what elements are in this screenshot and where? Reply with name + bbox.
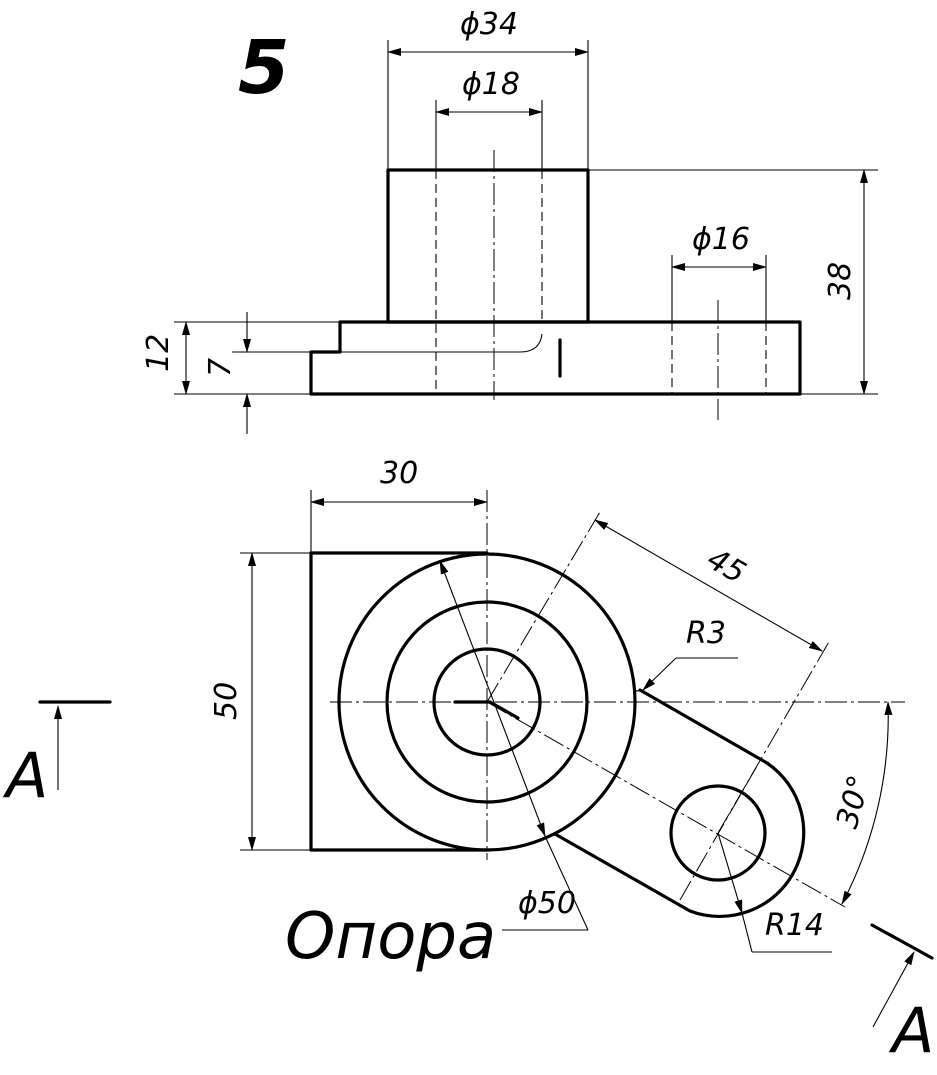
dim-7: 7 (203, 358, 238, 377)
part-name: Опора (285, 900, 496, 974)
top-view: 30 50 45 R3 30° ϕ50 R14 (209, 456, 905, 953)
leader-r3 (642, 657, 677, 691)
dim-phi34: ϕ34 (460, 7, 518, 42)
variant-number: 5 (238, 25, 290, 111)
arm-hole-circle (669, 784, 767, 882)
dim-phi50: ϕ50 (518, 886, 576, 921)
section-label-right: A (888, 994, 934, 1067)
dim-30deg: 30° (830, 772, 878, 832)
square-plate-outline (309, 551, 489, 852)
section-label-left: A (2, 739, 48, 812)
leader-r14 (717, 832, 743, 914)
front-view: ϕ34 ϕ18 ϕ16 38 12 7 (141, 7, 878, 434)
dim-line-45 (594, 519, 823, 652)
arm-outline (553, 688, 806, 919)
dim-r14: R14 (765, 908, 824, 943)
dim-r3: R3 (686, 616, 726, 651)
dim-phi16: ϕ16 (692, 222, 750, 257)
dim-12: 12 (141, 334, 176, 372)
dim-phi18: ϕ18 (462, 67, 520, 102)
section-marker-right: A (870, 923, 934, 1067)
boss-outline (386, 168, 590, 324)
section-marker-left: A (2, 700, 112, 812)
dim-45: 45 (701, 542, 752, 591)
arm-fillet (633, 686, 641, 692)
angle-arc-30 (841, 701, 893, 905)
dim-38: 38 (823, 262, 858, 300)
dim-line-phi50 (439, 560, 546, 837)
dim-30: 30 (380, 456, 418, 491)
arm-centerline (486, 701, 846, 908)
step-line (340, 333, 543, 353)
dim-50: 50 (209, 682, 244, 720)
base-outline (309, 320, 802, 396)
